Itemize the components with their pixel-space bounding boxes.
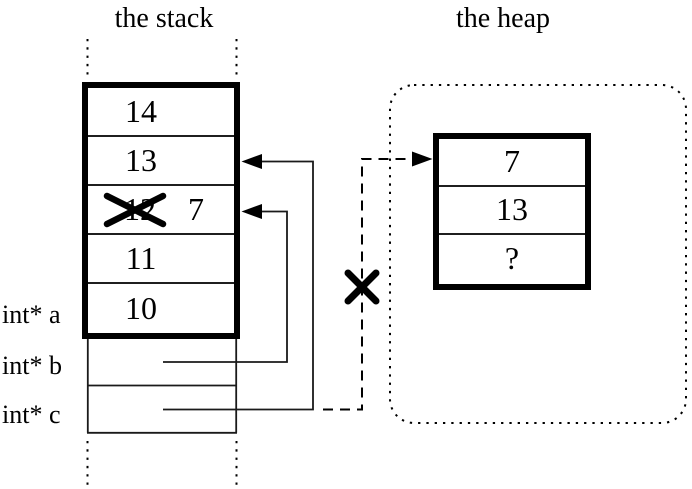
stack-cell: 10: [88, 284, 234, 333]
dangling-pointer-arrowhead-icon: [412, 151, 433, 167]
heap-cell: 13: [439, 187, 585, 235]
variable-label-c: int* c: [2, 400, 61, 429]
stack-cell: 11: [88, 235, 234, 284]
heap-title: the heap: [455, 3, 551, 34]
variable-label-a: int* a: [2, 300, 61, 329]
heap-cell-value: ?: [504, 240, 520, 276]
stack-box: 14 13 12 7 11 10: [82, 82, 240, 339]
cross-out-pointer-icon: [344, 269, 380, 305]
variable-label-b: int* b: [2, 351, 62, 380]
stack-cell-overwritten: 12 7: [88, 186, 234, 235]
stack-cell-value: 13: [125, 142, 157, 178]
new-value: 7: [188, 191, 204, 227]
stack-title: the stack: [114, 3, 214, 34]
crossed-out-old-value: 12: [124, 191, 156, 227]
dangling-pointer-dashed-line: [323, 158, 416, 411]
heap-cell-value: 7: [504, 143, 520, 179]
heap-cell: ?: [439, 235, 585, 284]
pointer-c-arrowhead-icon: [241, 154, 262, 169]
stack-cell: 14: [88, 88, 234, 137]
pointer-b-arrowhead-icon: [241, 204, 262, 219]
heap-cell-value: 13: [496, 191, 528, 227]
heap-cell: 7: [439, 139, 585, 187]
stack-cell-value: 10: [125, 290, 157, 326]
heap-box: 7 13 ?: [433, 133, 591, 290]
stack-cell: 13: [88, 137, 234, 186]
stack-cell-value: 14: [125, 93, 157, 129]
stack-cell-value: 11: [125, 240, 157, 276]
